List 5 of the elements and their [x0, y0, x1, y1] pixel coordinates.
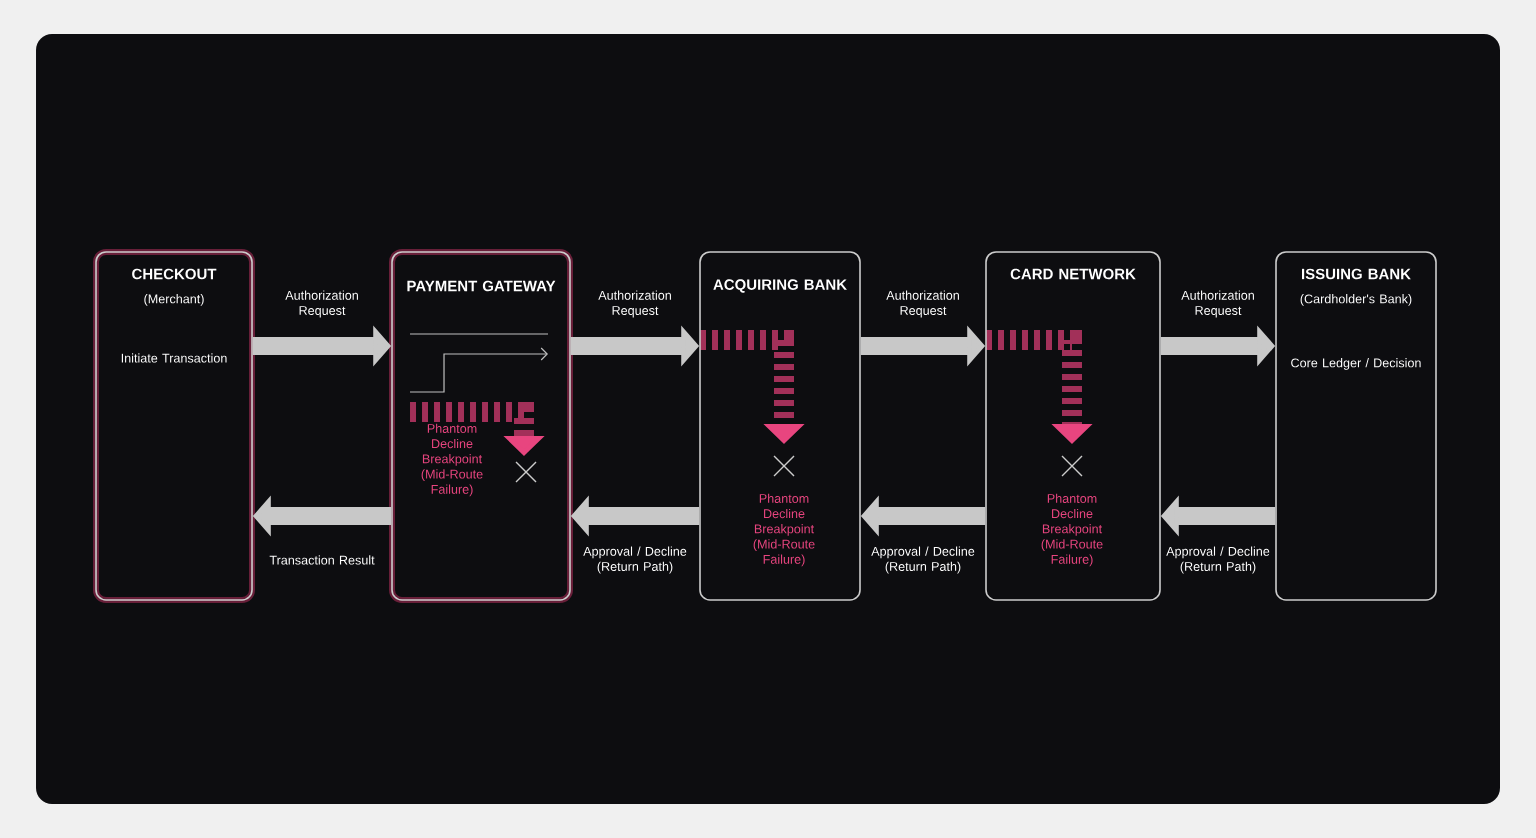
process-box — [699, 251, 861, 601]
process-box — [389, 249, 573, 603]
process-box — [1275, 251, 1437, 601]
process-box — [93, 249, 255, 603]
process-box — [985, 251, 1161, 601]
